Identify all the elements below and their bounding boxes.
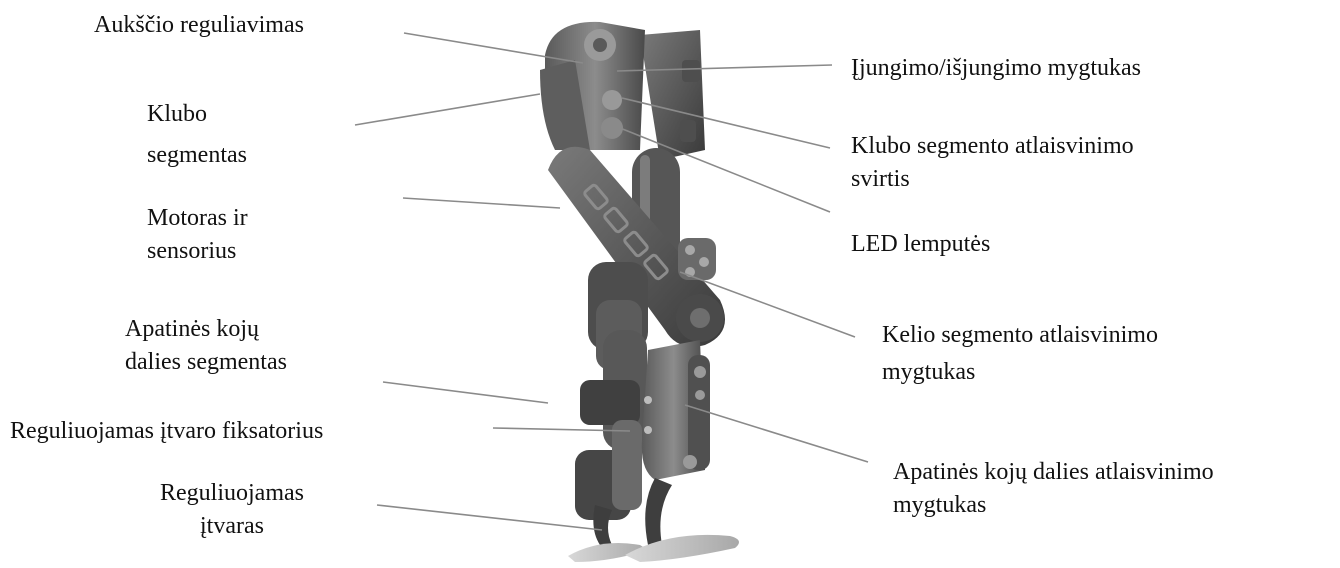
leader-height-adjustment <box>404 33 583 63</box>
label-lower-leg-segment: Apatinės kojų dalies segmentas <box>125 314 287 378</box>
label-lower-leg-release-button: Apatinės kojų dalies atlaisvinimo mygtuk… <box>893 457 1214 521</box>
leader-power-button <box>617 65 832 71</box>
label-height-adjustment: Aukščio reguliavimas <box>94 10 304 41</box>
label-hip-segment-line2: segmentas <box>147 140 247 171</box>
label-hip-segment-line1: Klubo <box>147 99 247 130</box>
leader-adjustable-brace <box>377 505 602 530</box>
leader-knee-release-button <box>680 272 855 337</box>
label-power-button: Įjungimo/išjungimo mygtukas <box>851 53 1141 84</box>
leader-lower-leg-segment <box>383 382 548 403</box>
leader-motor-sensor <box>403 198 560 208</box>
leader-hip-segment <box>355 94 540 125</box>
label-lower-leg-release-button-line2: mygtukas <box>893 490 1214 521</box>
label-adjustable-brace: Reguliuojamas įtvaras <box>124 478 340 542</box>
label-hip-release-lever-line1: Klubo segmento atlaisvinimo <box>851 131 1134 162</box>
label-hip-release-lever-line2: svirtis <box>851 164 1134 195</box>
leader-adjustable-brace-lock <box>493 428 630 431</box>
leader-lower-leg-release-button <box>685 405 868 462</box>
label-adjustable-brace-lock: Reguliuojamas įtvaro fiksatorius <box>10 416 323 447</box>
label-motor-sensor-line1: Motoras ir <box>147 203 248 234</box>
label-knee-release-button: Kelio segmento atlaisvinimo mygtukas <box>882 320 1158 388</box>
label-adjustable-brace-line2: įtvaras <box>124 511 340 542</box>
label-knee-release-button-line1: Kelio segmento atlaisvinimo <box>882 320 1158 351</box>
label-knee-release-button-line2: mygtukas <box>882 357 1158 388</box>
label-lower-leg-release-button-line1: Apatinės kojų dalies atlaisvinimo <box>893 457 1214 488</box>
label-lower-leg-segment-line2: dalies segmentas <box>125 347 287 378</box>
label-motor-sensor: Motoras ir sensorius <box>147 203 248 267</box>
label-adjustable-brace-line1: Reguliuojamas <box>124 478 340 509</box>
label-lower-leg-segment-line1: Apatinės kojų <box>125 314 287 345</box>
label-motor-sensor-line2: sensorius <box>147 236 248 267</box>
label-led-lights: LED lemputės <box>851 229 990 260</box>
label-hip-segment: Klubo segmentas <box>147 99 247 171</box>
label-hip-release-lever: Klubo segmento atlaisvinimo svirtis <box>851 131 1134 195</box>
